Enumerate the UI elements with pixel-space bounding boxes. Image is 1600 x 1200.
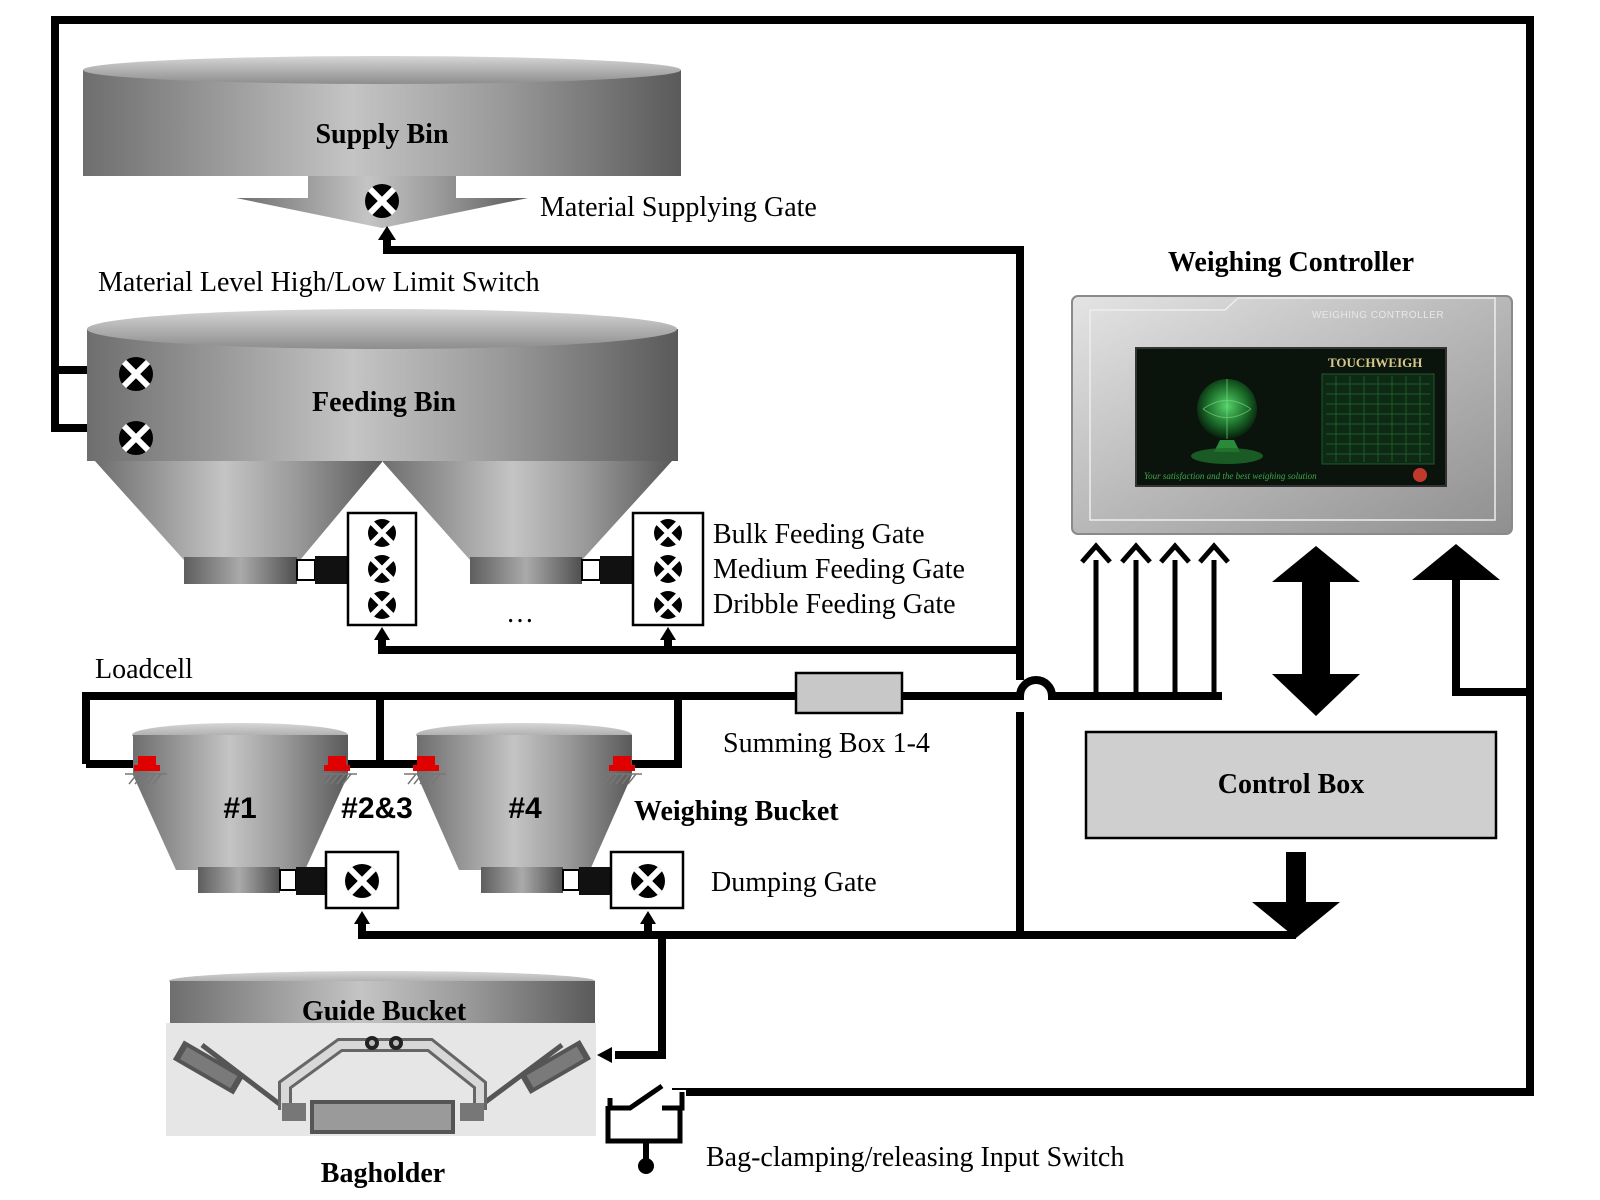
dumping-gate-actuator-1: [279, 867, 326, 895]
bucket-4-label: #4: [508, 792, 542, 825]
bagholder-label: Bagholder: [321, 1158, 445, 1189]
dumping-gate-actuator-4: [562, 867, 611, 895]
outer-loop-to-controller-wire: [1452, 580, 1530, 696]
level-high-switch-icon: [119, 357, 153, 391]
screen-tagline: Your satisfaction and the best weighing …: [1144, 471, 1317, 481]
loadcell-label: Loadcell: [95, 654, 193, 685]
dumping-gate-1: [324, 850, 400, 910]
panel-header: WEIGHING CONTROLLER: [1312, 310, 1444, 321]
supply-bin-label: Supply Bin: [315, 119, 449, 150]
arrow-up-icon: [1412, 544, 1500, 580]
arrow-up-icon: [354, 911, 370, 924]
summing-bus-wire: [678, 676, 1222, 700]
input-signal-wires: [1093, 560, 1217, 696]
feeding-bin: Feeding Bin: [87, 309, 678, 584]
material-supplying-gate-valve-icon: [365, 184, 399, 218]
weighing-bucket-1: #1: [132, 723, 348, 893]
bidirectional-arrow-icon: [1272, 546, 1360, 716]
ellipsis-label: …: [506, 598, 534, 629]
arrow-up-icon: [640, 911, 656, 924]
screen-brand: TOUCHWEIGH: [1328, 355, 1422, 370]
feeding-gates-left: [346, 511, 418, 627]
weighing-controller-panel: WEIGHING CONTROLLER TOUCHWEIGH Your sati…: [1071, 295, 1513, 535]
ladybug-icon: [1413, 468, 1427, 482]
weighing-bucket-label: Weighing Bucket: [634, 796, 839, 827]
feeding-gates-right: [631, 511, 705, 627]
feeding-gates-wire: [378, 640, 1020, 654]
supply-bin: Supply Bin: [83, 56, 681, 228]
dumping-gate-4: [609, 850, 685, 910]
level-low-switch-icon: [119, 421, 153, 455]
arrow-down-icon: [1252, 902, 1340, 938]
bag-switch-label: Bag-clamping/releasing Input Switch: [706, 1142, 1124, 1173]
arrow-up-icon: [374, 627, 390, 640]
bucket-2-3-label: #2&3: [341, 792, 413, 825]
bucket-1-label: #1: [223, 792, 256, 825]
arrow-left-icon: [597, 1047, 612, 1063]
dribble-feeding-gate-label: Dribble Feeding Gate: [713, 589, 956, 620]
bag-switch-icon: [600, 1083, 686, 1174]
arrow-up-icon: [660, 627, 676, 640]
feeding-gate-actuator-left: [296, 556, 348, 584]
dumping-gates-wire: [358, 924, 1296, 1059]
guide-bucket: Guide Bucket: [166, 971, 596, 1136]
weighing-bucket-4: #4: [416, 723, 632, 893]
arrow-up-icon: [378, 226, 396, 240]
level-switch-label: Material Level High/Low Limit Switch: [98, 267, 540, 298]
summing-box: [794, 671, 904, 715]
medium-feeding-gate-label: Medium Feeding Gate: [713, 554, 965, 585]
down-arrow-shaft: [1286, 852, 1306, 904]
dumping-gate-label: Dumping Gate: [711, 867, 877, 898]
weighing-controller-label: Weighing Controller: [1168, 247, 1414, 278]
bulk-feeding-gate-label: Bulk Feeding Gate: [713, 519, 925, 550]
feeding-bin-label: Feeding Bin: [312, 387, 456, 418]
bag-switch-wire: [672, 684, 1534, 1096]
material-supplying-gate-label: Material Supplying Gate: [540, 192, 817, 223]
control-box: [1084, 730, 1498, 840]
input-arrows: [1080, 542, 1230, 564]
summing-box-label: Summing Box 1-4: [723, 728, 930, 759]
guide-bucket-label: Guide Bucket: [302, 996, 467, 1027]
control-box-label: Control Box: [1218, 769, 1365, 800]
feeding-gate-actuator-right: [581, 556, 633, 584]
